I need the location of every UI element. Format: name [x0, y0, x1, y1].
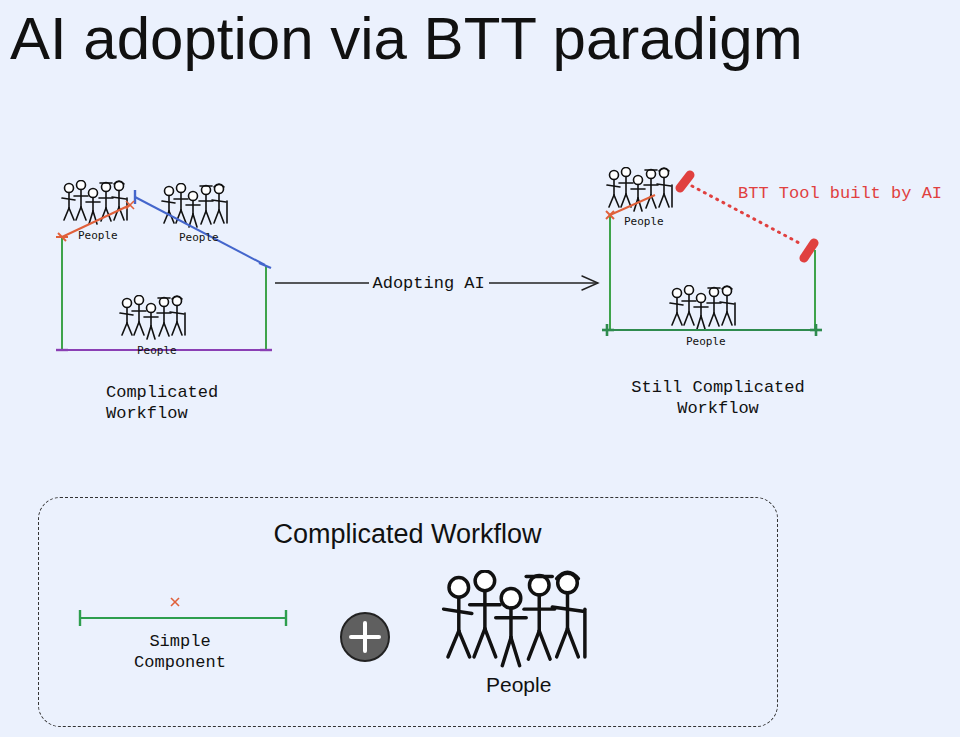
people-label: People: [137, 344, 177, 357]
outline-segment: [265, 265, 267, 350]
people-group: [607, 168, 672, 212]
outline-segment: [606, 211, 614, 219]
workflow-caption: Complicated Workflow: [106, 382, 241, 425]
workflow-caption: Still Complicated Workflow: [598, 377, 838, 420]
plus-symbol: [341, 613, 389, 661]
outline-segment: [606, 324, 609, 336]
outline-segment: [606, 211, 614, 219]
people-group: [62, 181, 127, 225]
workflow-outline: [55, 180, 275, 360]
tool-label: BTT Tool built by AI: [738, 183, 942, 204]
tool-marker: [680, 175, 690, 188]
outline-segment: [56, 349, 68, 351]
component-mark: [171, 598, 179, 606]
component-tick: [285, 610, 287, 626]
workflow-shape: Complicated Workflow: [55, 180, 275, 360]
people-group: [444, 571, 585, 666]
people-group: [120, 296, 185, 340]
outline-segment: [260, 349, 272, 351]
outline-segment: [814, 250, 816, 330]
people-group: [62, 168, 735, 666]
arrow-head: [582, 276, 598, 290]
outline-segment: [259, 263, 271, 268]
people-group: [670, 286, 735, 330]
edge-label: Adopting AI: [369, 273, 489, 294]
outline-segment: [815, 324, 818, 336]
outline-segment: [610, 195, 655, 215]
outline-segment: [126, 201, 134, 209]
outline-segment: [607, 329, 818, 331]
diagram-title: AI adoption via BTT paradigm: [10, 4, 803, 73]
people-group: [162, 184, 227, 228]
outline-segment: [609, 215, 611, 330]
outline-segment: [61, 237, 63, 350]
people-label: People: [624, 215, 664, 228]
component-line: [80, 617, 286, 619]
outline-segment: [135, 197, 265, 265]
component-mark: [171, 598, 179, 606]
component-tick: [79, 610, 81, 626]
people-label: People: [486, 672, 551, 697]
simple-component: [80, 598, 286, 626]
legend-heading: Complicated Workflow: [39, 518, 776, 550]
people-label: People: [78, 229, 118, 242]
outline-segment: [126, 201, 134, 209]
plus-bar: [363, 623, 367, 651]
legend-box: Complicated Workflow: [38, 497, 778, 727]
component-label: Simple Component: [120, 631, 240, 674]
outline-segment: [58, 233, 66, 241]
people-label: People: [179, 231, 219, 244]
tool-marker: [804, 243, 814, 258]
people-label: People: [686, 335, 726, 348]
plus-circle: [341, 613, 389, 661]
